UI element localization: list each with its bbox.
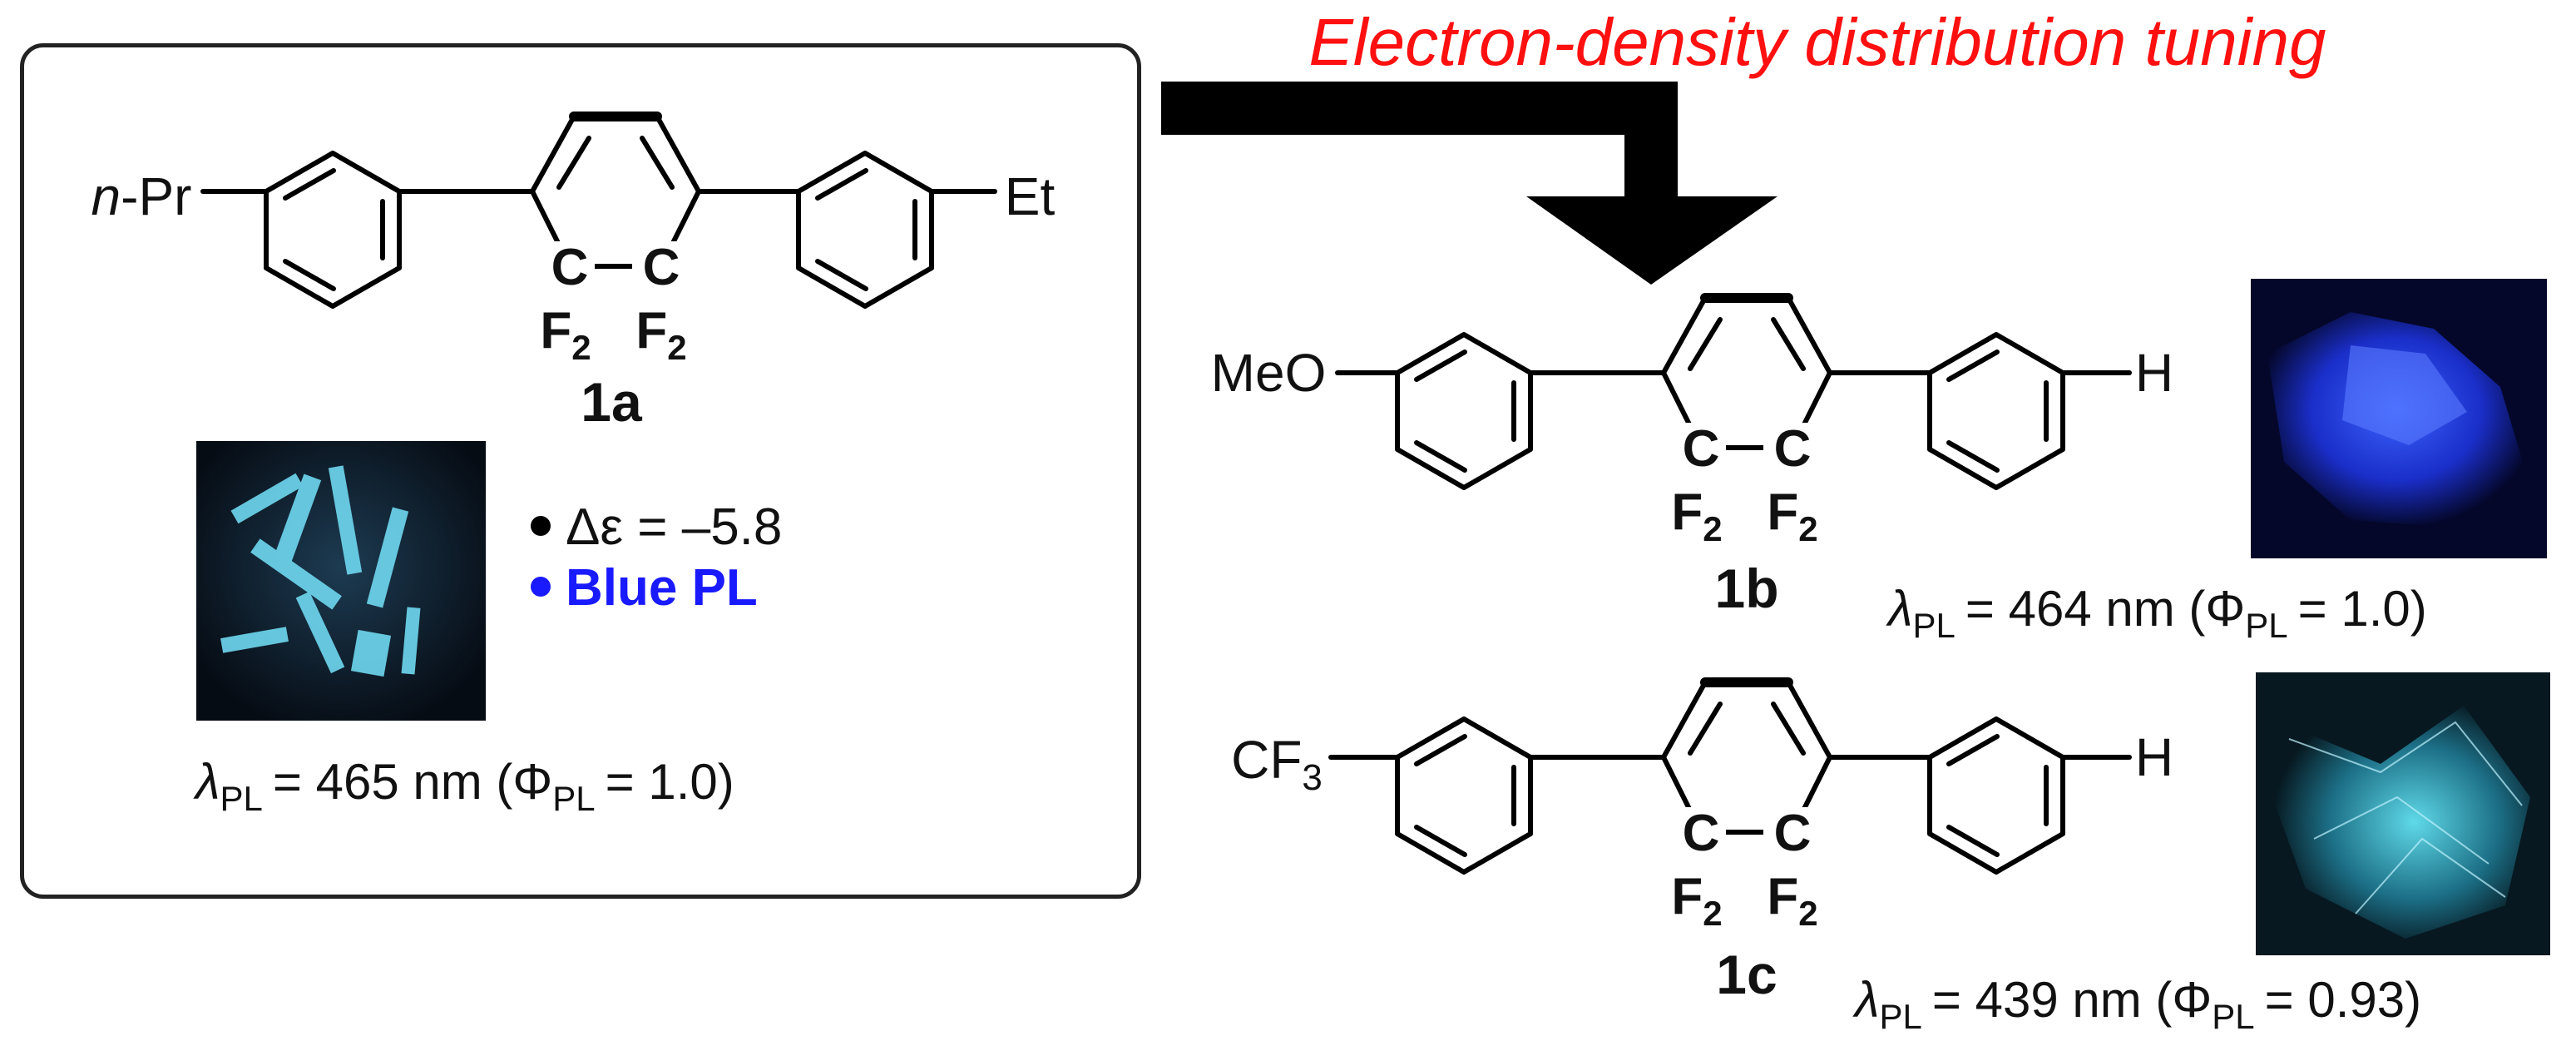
title: Electron-density distribution tuning bbox=[1309, 5, 2326, 79]
bullet-1a-1 bbox=[531, 516, 551, 536]
structure-1c bbox=[1328, 677, 2132, 875]
photo-1b-crystals bbox=[2251, 279, 2547, 558]
substituent-1c-left: CF3 bbox=[1231, 730, 1323, 798]
atom-1c-f2-right: F2 bbox=[1767, 868, 1817, 933]
atom-1c-f2-left: F2 bbox=[1671, 868, 1722, 933]
atom-1c-c-left: C bbox=[1683, 805, 1720, 862]
atom-1b-c-left: C bbox=[1683, 420, 1720, 478]
atom-1a-c-right: C bbox=[643, 239, 680, 296]
compound-1a-panel bbox=[20, 43, 1141, 899]
arrow-head bbox=[1526, 196, 1777, 285]
substituent-1a-left: n-Pr bbox=[91, 166, 192, 226]
compound-label-1b: 1b bbox=[1714, 558, 1778, 619]
atom-1b-f2-left: F2 bbox=[1671, 483, 1722, 548]
bullet-1a-2 bbox=[531, 577, 551, 597]
photo-1a-crystals bbox=[196, 441, 486, 721]
compound-label-1c: 1c bbox=[1716, 944, 1777, 1005]
atom-1a-c-left: C bbox=[551, 239, 589, 296]
lambda-1a: λPL= 465 nm (ΦPL= 1.0) bbox=[193, 754, 734, 818]
compound-label-1a: 1a bbox=[581, 371, 643, 433]
lambda-1b: λPL= 464 nm (ΦPL= 1.0) bbox=[1886, 581, 2427, 645]
photo-1c-crystals bbox=[2256, 672, 2550, 955]
atom-1a-f2-left: F2 bbox=[540, 302, 591, 367]
lambda-1c: λPL= 439 nm (ΦPL= 0.93) bbox=[1852, 972, 2421, 1036]
atom-1b-c-right: C bbox=[1774, 420, 1812, 478]
atom-1b-f2-right: F2 bbox=[1767, 483, 1817, 548]
substituent-1a-right: Et bbox=[1005, 166, 1056, 226]
structure-1b bbox=[1335, 293, 2132, 490]
arrow-shaft bbox=[1161, 82, 1678, 200]
substituent-1c-right: H bbox=[2135, 727, 2173, 787]
atom-1c-c-right: C bbox=[1774, 805, 1812, 862]
substituent-1b-right: H bbox=[2135, 343, 2173, 403]
substituent-1b-left: MeO bbox=[1211, 343, 1327, 403]
atom-1a-f2-right: F2 bbox=[635, 302, 686, 367]
property-1a-delta-epsilon: Δε = –5.8 bbox=[566, 498, 782, 556]
property-1a-blue-pl: Blue PL bbox=[566, 559, 758, 617]
